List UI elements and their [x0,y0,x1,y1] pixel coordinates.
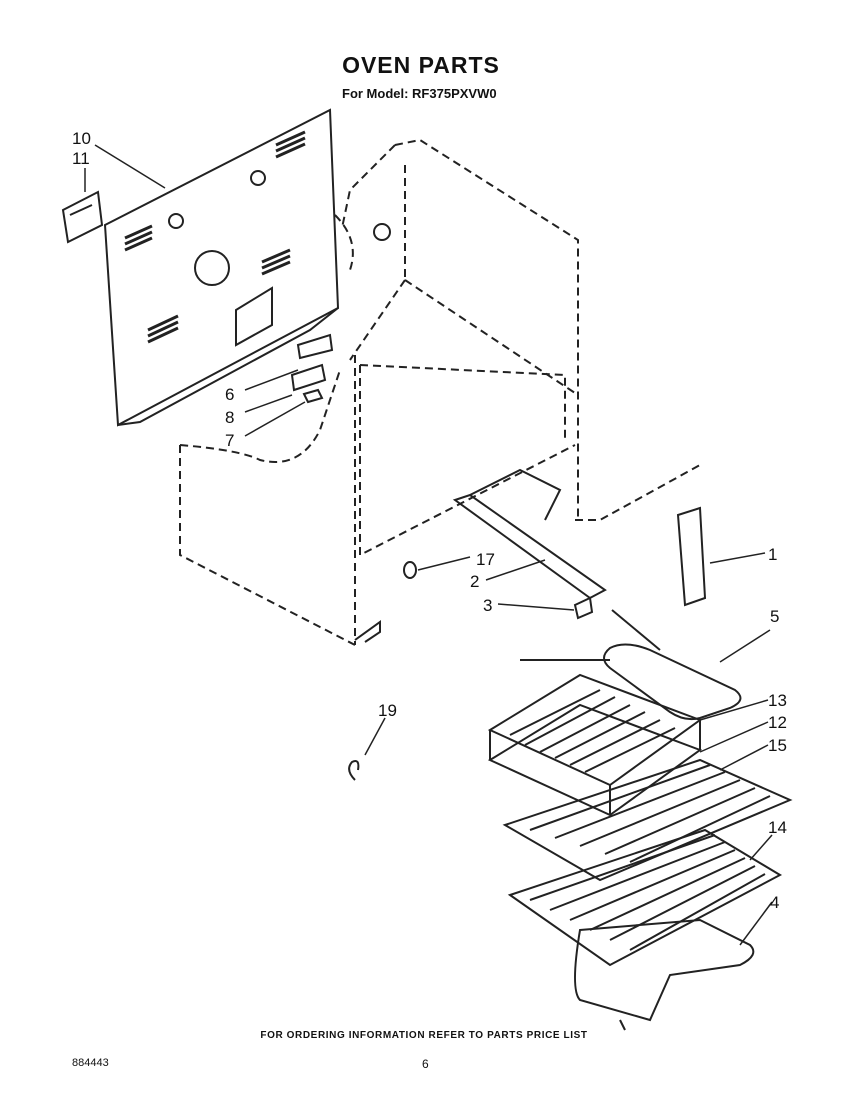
callout-6: 6 [225,385,234,404]
callout-2: 2 [470,572,479,591]
oven-rail-part-2 [452,468,607,600]
leader-lines [84,144,773,946]
rear-panel [103,108,340,427]
rear-panel-vents [124,130,306,344]
callout-3: 3 [483,596,492,615]
oven-rack-part-14 [507,828,783,967]
broiler-pan-parts-13-12 [487,673,703,817]
callout-4: 4 [770,893,779,912]
callout-17: 17 [476,550,495,569]
callout-labels: 10 11 6 8 7 1 17 2 3 5 13 19 12 15 14 4 [72,129,787,912]
callout-7: 7 [225,431,234,450]
clip-part-3 [573,596,594,620]
model-subtitle: For Model: RF375PXVW0 [342,86,497,101]
page-number: 6 [422,1057,429,1071]
callout-12: 12 [768,713,787,732]
plug-part-17 [403,561,417,579]
bake-element-part-5 [520,609,742,721]
ordering-note: FOR ORDERING INFORMATION REFER TO PARTS … [260,1030,588,1041]
callout-5: 5 [770,607,779,626]
callout-15: 15 [768,736,787,755]
small-parts-6-8-7 [290,333,334,404]
oven-cavity [179,138,701,646]
panel-bracket-part-11 [61,190,104,244]
callout-14: 14 [768,818,787,837]
oven-rack-part-15 [502,758,793,882]
callout-8: 8 [225,408,234,427]
callout-19: 19 [378,701,397,720]
callout-11: 11 [72,149,90,168]
cavity-bracket [354,620,381,643]
document-number: 884443 [72,1057,109,1069]
callout-10: 10 [72,129,91,148]
broil-element-part-4 [574,918,755,1031]
callout-1: 1 [768,545,777,564]
page-title: OVEN PARTS [342,52,500,78]
side-vent-part-1 [676,506,707,607]
callout-13: 13 [768,691,787,710]
cavity-hole-icon [373,223,391,241]
hook-part-19 [348,760,360,781]
